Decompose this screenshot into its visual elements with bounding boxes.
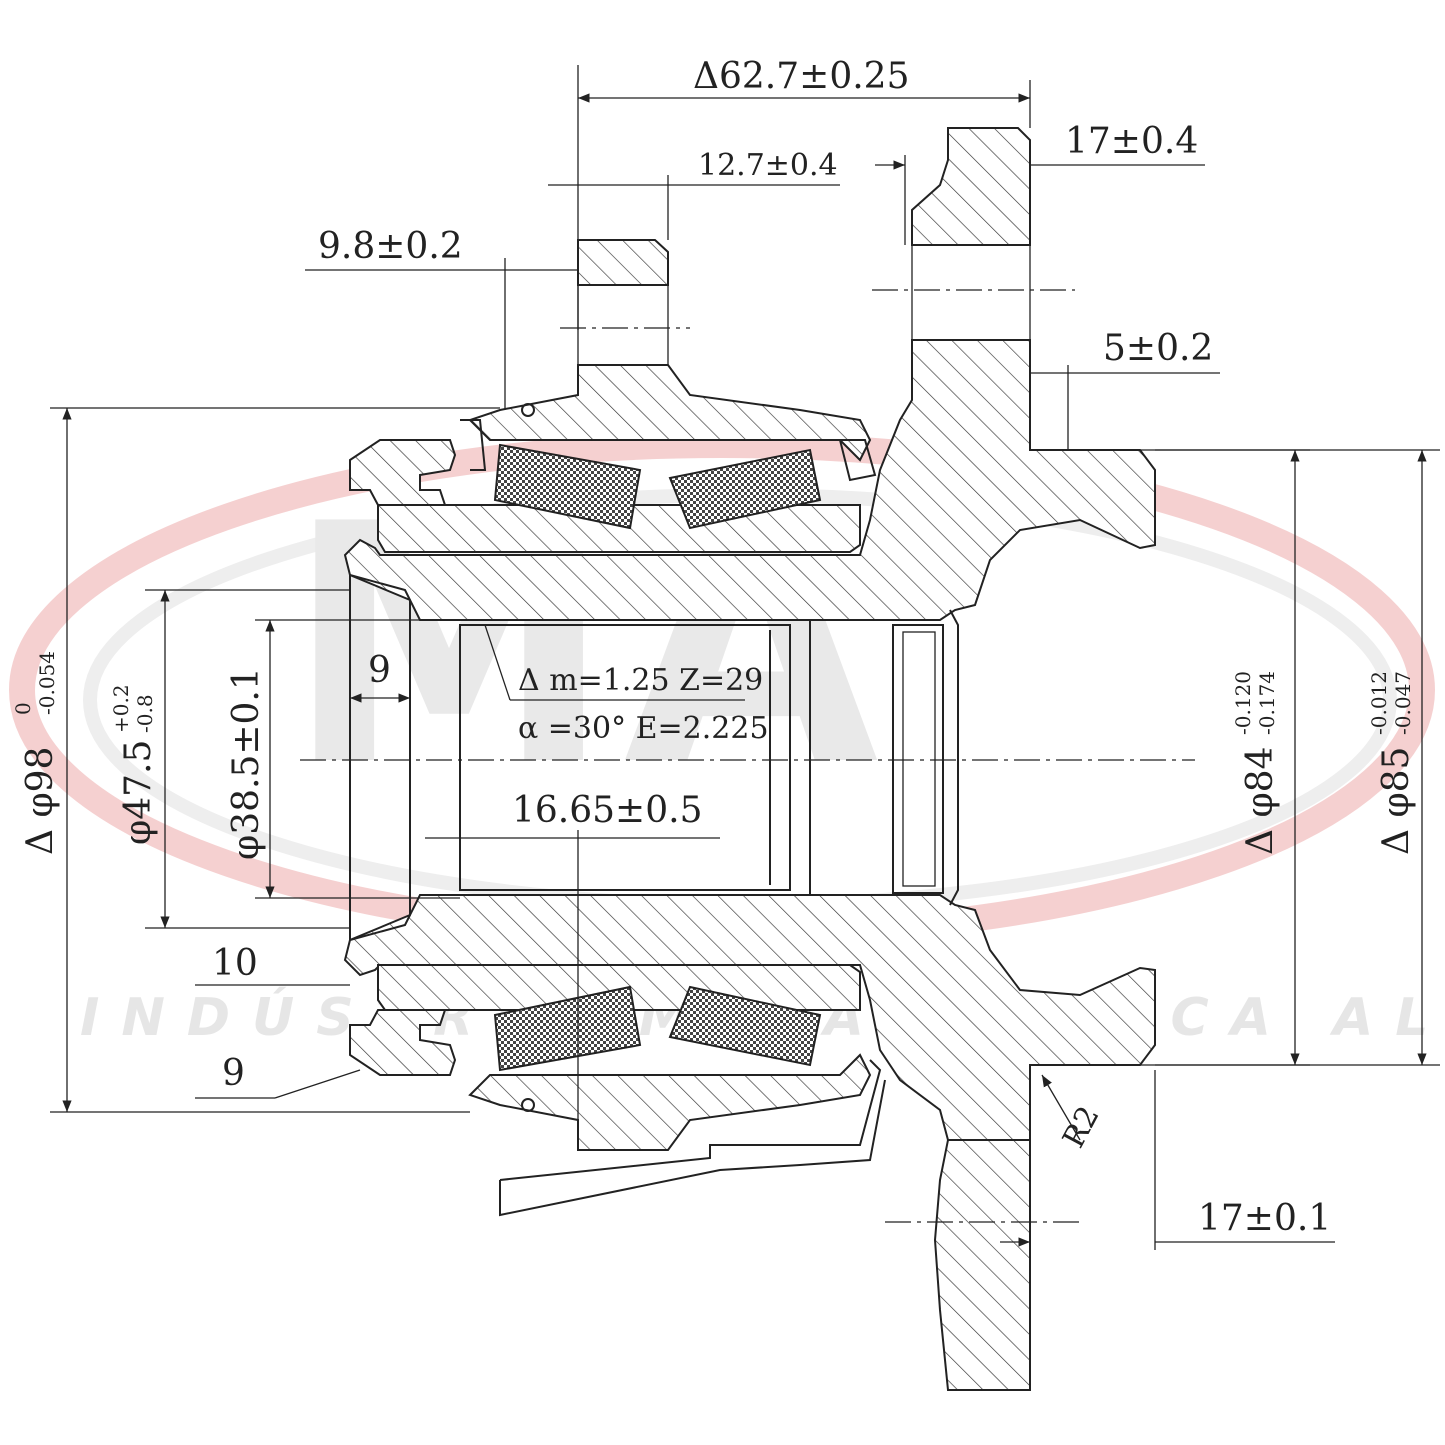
lower-roller-left [493,985,642,1072]
svg-text:-0.174: -0.174 [1255,671,1279,735]
dim-step-offset: 5±0.2 [1103,328,1213,369]
svg-text:-0.012: -0.012 [1367,671,1391,735]
lower-roller-right [668,985,822,1067]
label-9: 9 [222,1053,245,1094]
svg-text:-0.120: -0.120 [1231,671,1255,735]
svg-text:Δ φ84: Δ φ84 [1240,747,1281,855]
svg-text:+0.2: +0.2 [109,684,133,733]
dim-flange-thickness: 17±0.4 [1065,121,1198,162]
svg-text:-0.047: -0.047 [1391,671,1415,735]
dim-radius: R2 [1056,1101,1106,1154]
hub-lower-section [343,894,1156,1391]
dim-pilot-diameter: Δ φ84 -0.120 -0.174 [1231,671,1281,855]
label-10: 10 [212,943,258,984]
hub-upper-section [343,127,1156,621]
dim-pilot-offset: 12.7±0.4 [698,148,838,183]
dim-bore-diameter: φ38.5±0.1 [226,667,267,860]
dim-lower-offset: 17±0.1 [1198,1198,1331,1239]
dim-spline-length: 16.65±0.5 [512,790,702,831]
dim-seal-offset: 9.8±0.2 [318,226,463,267]
gear-spec-line2: α =30° E=2.225 [518,711,769,746]
dim-outer-diameter: Δ φ98 0 -0.054 [11,651,61,855]
svg-text:φ38.5±0.1: φ38.5±0.1 [226,667,267,860]
gear-spec-line1: Δ m=1.25 Z=29 [518,663,763,698]
dim-hub-diameter: Δ φ85 -0.012 -0.047 [1367,671,1417,855]
dimension-labels: Δ62.7±0.25 17±0.4 12.7±0.4 9.8±0.2 5±0.2… [11,56,1417,1239]
svg-text:-0.054: -0.054 [35,651,59,715]
svg-text:Δ φ85: Δ φ85 [1376,747,1417,855]
upper-roller-right [668,448,822,530]
svg-text:-0.8: -0.8 [133,694,157,733]
dim-seal-diameter: φ47.5 +0.2 -0.8 [109,684,159,845]
upper-roller-left [493,443,642,530]
svg-text:0: 0 [11,702,35,715]
dim-overall-length: Δ62.7±0.25 [693,56,909,97]
svg-text:φ47.5: φ47.5 [118,740,159,845]
dim-bore-depth: 9 [368,650,391,691]
dimension-lines [50,65,1440,1250]
bore-and-spline [300,574,1195,941]
svg-text:Δ φ98: Δ φ98 [20,747,61,855]
center-lines [560,289,1085,1223]
